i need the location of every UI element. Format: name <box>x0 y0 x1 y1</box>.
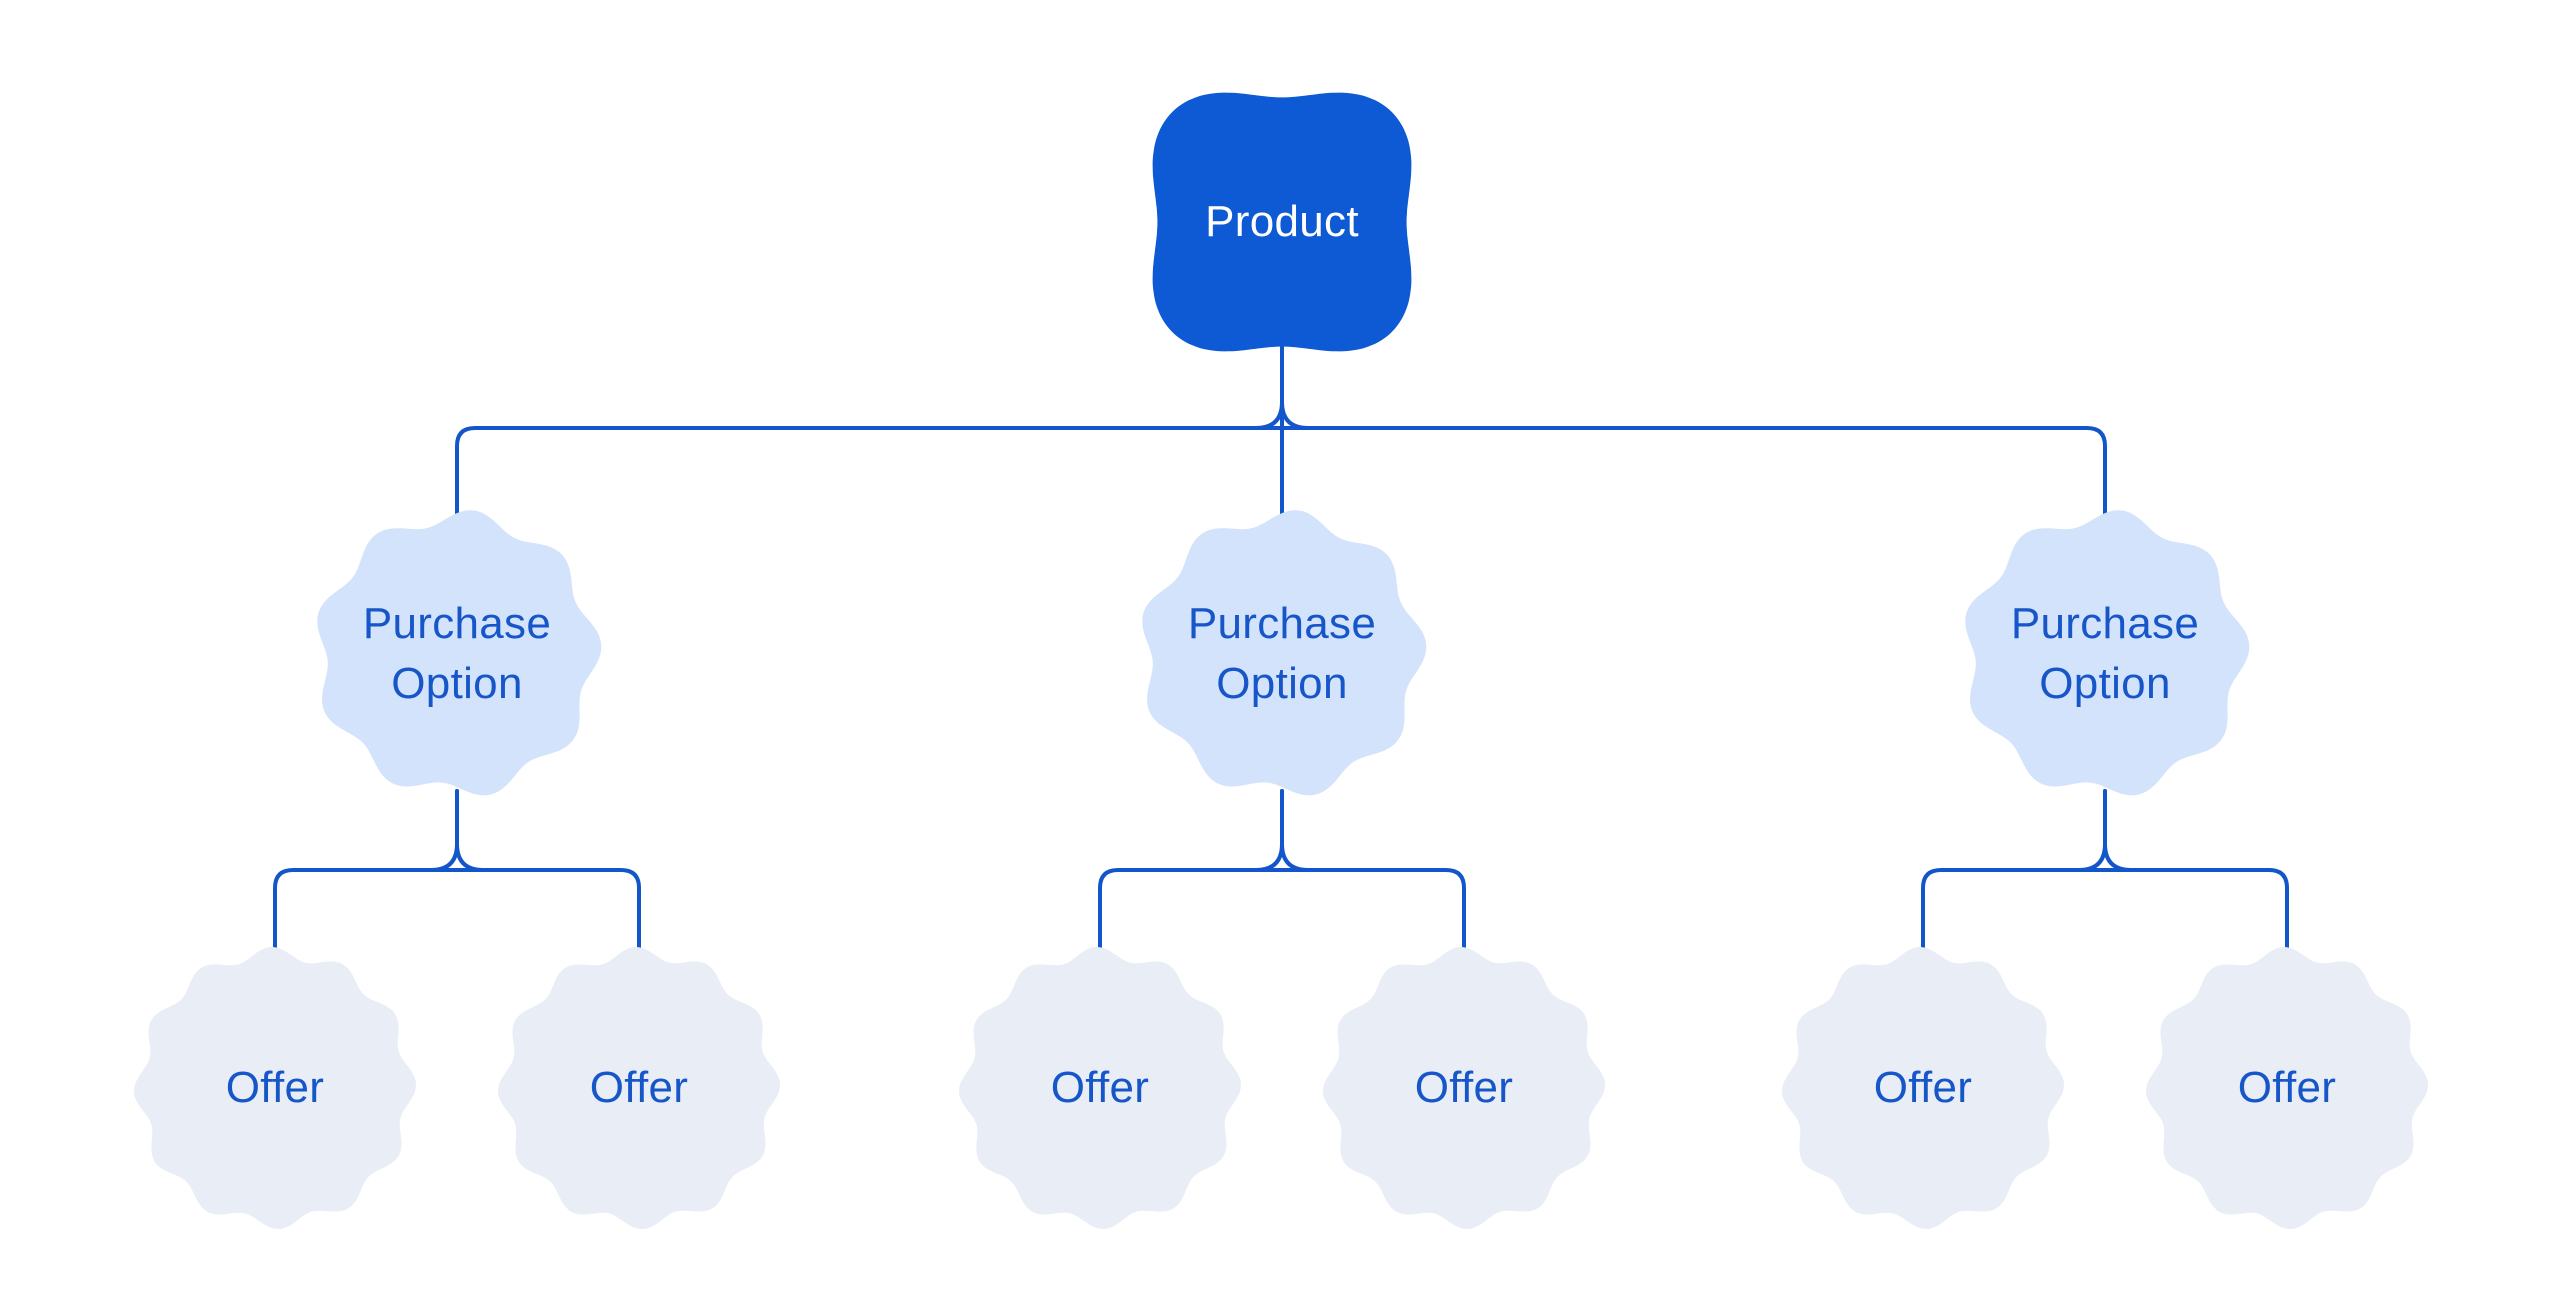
connector-sub-flare-right <box>455 789 485 872</box>
connector-sub-bar <box>273 868 641 952</box>
connector-sub-bar <box>1098 868 1466 952</box>
connector-main-flare-left <box>1254 344 1284 430</box>
connector-sub-flare-left <box>2077 789 2107 872</box>
connector-sub-flare-left <box>429 789 459 872</box>
offer-node-shape <box>2146 947 2428 1229</box>
offer-node-shape <box>498 947 780 1229</box>
purchase-option-node-shape <box>317 510 602 796</box>
connector-sub-flare-right <box>1280 789 1310 872</box>
connector-sub-flare-left <box>1254 789 1284 872</box>
offer-node-shape <box>959 947 1241 1229</box>
offer-node-shape <box>1782 947 2064 1229</box>
purchase-option-node-shape <box>1965 510 2250 796</box>
connector-sub-flare-right <box>2103 789 2133 872</box>
connector-main-flare-right <box>1280 344 1310 430</box>
product-node-shape <box>1152 92 1412 352</box>
connector-sub-bar <box>1921 868 2289 952</box>
offer-node-shape <box>1323 947 1605 1229</box>
offer-node-shape <box>134 947 416 1229</box>
purchase-option-node-shape <box>1142 510 1427 796</box>
